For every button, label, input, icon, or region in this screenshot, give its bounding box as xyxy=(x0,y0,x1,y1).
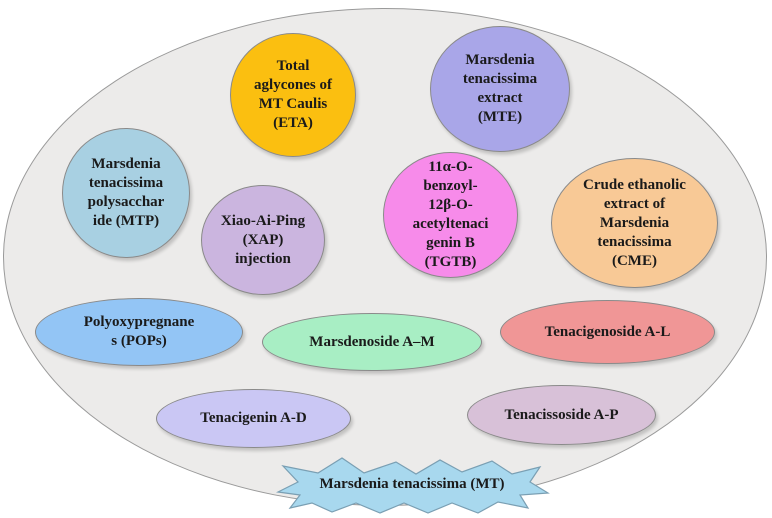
node-tenacigenoside-label: Tenacigenoside A-L xyxy=(544,323,671,340)
node-tenacigenoside: Tenacigenoside A-L xyxy=(500,300,715,364)
base-label: Marsdenia tenacissima (MT) xyxy=(319,476,505,492)
node-eta-label: Total aglycones of MT Caulis (ETA) xyxy=(254,58,332,131)
starburst-shape xyxy=(275,457,550,514)
node-tgtb: 11α-O- benzoyl- 12β-O- acetyltenaci geni… xyxy=(383,152,518,278)
node-tenacigenin-label: Tenacigenin A-D xyxy=(200,410,307,426)
node-eta: Total aglycones of MT Caulis (ETA) xyxy=(230,33,356,157)
node-tenacissoside: Tenacissoside A-P xyxy=(467,385,656,445)
node-mtp: Marsdenia tenacissima polysacchar ide (M… xyxy=(62,128,190,258)
node-pops: Polyoxypregnane s (POPs) xyxy=(35,298,243,366)
node-cme: Crude ethanolic extract of Marsdenia ten… xyxy=(551,158,718,288)
node-mte: Marsdenia tenacissima extract (MTE) xyxy=(430,26,570,152)
node-mte-label: Marsdenia tenacissima extract (MTE) xyxy=(462,52,538,125)
node-tgtb-label: 11α-O- benzoyl- 12β-O- acetyltenaci geni… xyxy=(412,159,489,270)
node-tenacissoside-label: Tenacissoside A-P xyxy=(504,406,619,423)
node-xap-label: Xiao-Ai-Ping (XAP) injection xyxy=(220,212,306,267)
node-marsdenoside: Marsdenoside A–M xyxy=(262,313,482,371)
node-mtp-label: Marsdenia tenacissima polysacchar ide (M… xyxy=(87,156,165,229)
node-xap: Xiao-Ai-Ping (XAP) injection xyxy=(201,185,325,295)
node-marsdenoside-label: Marsdenoside A–M xyxy=(309,333,435,350)
node-tenacigenin: Tenacigenin A-D xyxy=(156,389,351,448)
node-pops-label: Polyoxypregnane s (POPs) xyxy=(83,314,195,349)
node-cme-label: Crude ethanolic extract of Marsdenia ten… xyxy=(583,176,686,269)
